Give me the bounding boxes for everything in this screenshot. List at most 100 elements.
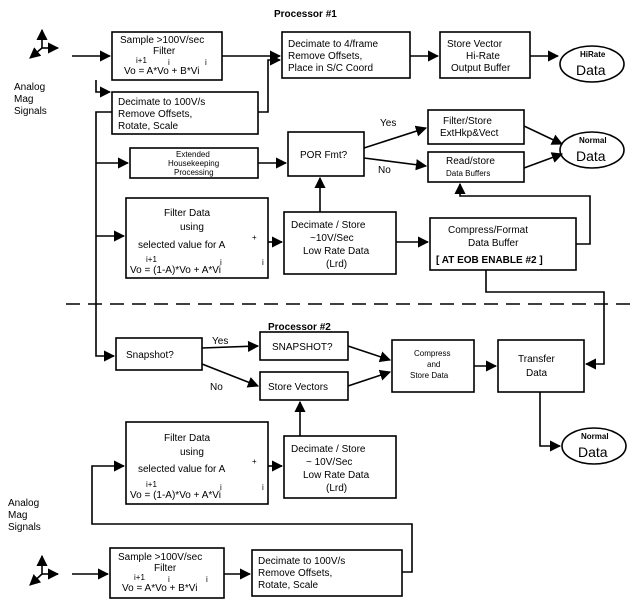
yes-label-2: Yes xyxy=(212,336,228,347)
svg-text:Housekeeping: Housekeeping xyxy=(168,159,219,168)
svg-text:SNAPSHOT?: SNAPSHOT? xyxy=(272,342,333,353)
svg-text:Data: Data xyxy=(526,368,548,379)
svg-text:Normal: Normal xyxy=(581,432,609,441)
svg-text:Hi-Rate: Hi-Rate xyxy=(466,51,500,62)
svg-text:using: using xyxy=(180,447,204,458)
snapshot-box: SNAPSHOT? xyxy=(259,331,349,361)
svg-text:i: i xyxy=(205,58,207,67)
svg-text:i: i xyxy=(168,58,170,67)
svg-text:and: and xyxy=(427,360,440,369)
normal-data-terminal-2: Normal Data xyxy=(561,427,627,465)
svg-text:Compress: Compress xyxy=(414,349,450,358)
svg-text:Vo = (1-A)*Vo + A*Vi: Vo = (1-A)*Vo + A*Vi xyxy=(130,490,221,501)
svg-text:~10V/Sec: ~10V/Sec xyxy=(310,233,354,244)
svg-text:i+1: i+1 xyxy=(146,255,157,264)
svg-text:Signals: Signals xyxy=(8,522,41,533)
svg-text:ExtHkp&Vect: ExtHkp&Vect xyxy=(440,128,499,139)
svg-text:Rotate, Scale: Rotate, Scale xyxy=(258,580,318,591)
svg-text:Sample >100V/sec: Sample >100V/sec xyxy=(118,552,202,563)
snapshot-decision-box: Snapshot? xyxy=(115,337,203,371)
svg-text:Low Rate Data: Low Rate Data xyxy=(303,470,370,481)
svg-text:Compress/Format: Compress/Format xyxy=(448,225,528,236)
filter-data-box-2: Filter Data using selected value for A +… xyxy=(125,421,269,505)
sample-filter-box-2: Sample >100V/sec Filter i+1 i i Vo = A*V… xyxy=(109,547,225,599)
svg-text:selected value for A: selected value for A xyxy=(138,240,226,251)
store-vectors-box: Store Vectors xyxy=(259,371,349,401)
connectors xyxy=(72,50,605,580)
svg-text:Decimate to 100V/s: Decimate to 100V/s xyxy=(258,556,345,567)
svg-text:POR Fmt?: POR Fmt? xyxy=(300,150,348,161)
svg-text:Signals: Signals xyxy=(14,106,47,117)
svg-text:Analog: Analog xyxy=(8,498,39,509)
svg-text:Decimate / Store: Decimate / Store xyxy=(291,220,366,231)
normal-data-terminal-1: Normal Data xyxy=(559,131,625,169)
svg-text:Data Buffers: Data Buffers xyxy=(446,169,490,178)
svg-text:Store Vectors: Store Vectors xyxy=(268,382,328,393)
svg-text:i: i xyxy=(262,483,264,492)
analog-signals-label-top: Analog Mag Signals xyxy=(14,82,47,117)
analog-signals-label-bottom: Analog Mag Signals xyxy=(8,498,41,533)
processor-1-label: Processor #1 xyxy=(274,9,337,20)
read-store-box: Read/store Data Buffers xyxy=(427,151,525,183)
filter-data-box-1: Filter Data using selected value for A +… xyxy=(125,197,269,279)
svg-text:Vo = (1-A)*Vo + A*Vi: Vo = (1-A)*Vo + A*Vi xyxy=(130,265,221,276)
svg-text:Decimate / Store: Decimate / Store xyxy=(291,444,366,455)
svg-text:i+1: i+1 xyxy=(146,480,157,489)
svg-text:Low Rate Data: Low Rate Data xyxy=(303,246,370,257)
svg-text:Normal: Normal xyxy=(579,136,607,145)
svg-text:i: i xyxy=(220,258,222,267)
svg-text:HiRate: HiRate xyxy=(580,50,606,59)
svg-text:Decimate to 100V/s: Decimate to 100V/s xyxy=(118,97,205,108)
sample-filter-box-1: Sample >100V/sec Filter i+1 i i Vo = A*V… xyxy=(111,31,223,81)
svg-text:[ AT EOB ENABLE #2 ]: [ AT EOB ENABLE #2 ] xyxy=(436,255,543,266)
svg-text:Data: Data xyxy=(578,444,608,460)
axes-icon-bottom xyxy=(29,554,60,586)
svg-text:Vo = A*Vo + B*Vi: Vo = A*Vo + B*Vi xyxy=(124,66,199,77)
svg-text:i: i xyxy=(220,483,222,492)
svg-text:Data Buffer: Data Buffer xyxy=(468,238,519,249)
svg-text:Processing: Processing xyxy=(174,168,214,177)
processor-2-label: Processor #2 xyxy=(268,322,331,333)
svg-text:(Lrd): (Lrd) xyxy=(326,259,347,270)
transfer-data-box: Transfer Data xyxy=(497,339,585,393)
yes-label-1: Yes xyxy=(380,118,396,129)
filter-store-box: Filter/Store ExtHkp&Vect xyxy=(427,109,525,145)
svg-text:Data: Data xyxy=(576,62,606,78)
svg-text:i+1: i+1 xyxy=(134,573,145,582)
svg-text:(Lrd): (Lrd) xyxy=(326,483,347,494)
svg-text:~ 10V/Sec: ~ 10V/Sec xyxy=(306,457,352,468)
svg-text:Filter: Filter xyxy=(154,563,177,574)
svg-text:Mag: Mag xyxy=(14,94,33,105)
svg-text:+: + xyxy=(252,233,257,242)
svg-text:i+1: i+1 xyxy=(136,56,147,65)
extended-housekeeping-box: Extended Housekeeping Processing xyxy=(129,147,259,179)
decimate-100-box-2: Decimate to 100V/s Remove Offsets, Rotat… xyxy=(251,549,403,597)
svg-text:Remove Offsets,: Remove Offsets, xyxy=(118,109,192,120)
axes-icon-top xyxy=(29,28,60,59)
decimate-10-box-2: Decimate / Store ~ 10V/Sec Low Rate Data… xyxy=(283,435,397,499)
svg-text:Decimate to 4/frame: Decimate to 4/frame xyxy=(288,39,378,50)
svg-text:i: i xyxy=(262,258,264,267)
no-label-2: No xyxy=(210,382,223,393)
svg-text:+: + xyxy=(252,457,257,466)
svg-text:Sample >100V/sec: Sample >100V/sec xyxy=(120,35,204,46)
svg-text:i: i xyxy=(168,575,170,584)
svg-text:Vo = A*Vo + B*Vi: Vo = A*Vo + B*Vi xyxy=(122,583,197,594)
svg-text:Analog: Analog xyxy=(14,82,45,93)
svg-text:Store Vector: Store Vector xyxy=(447,39,503,50)
svg-text:Remove Offsets,: Remove Offsets, xyxy=(258,568,332,579)
svg-text:Filter: Filter xyxy=(153,46,176,57)
hirate-data-terminal: HiRate Data xyxy=(559,45,625,83)
decimate-100-box-1: Decimate to 100V/s Remove Offsets, Rotat… xyxy=(111,91,259,135)
svg-text:i: i xyxy=(206,575,208,584)
por-fmt-decision-box: POR Fmt? xyxy=(287,131,365,177)
svg-text:Filter/Store: Filter/Store xyxy=(443,116,492,127)
decimate-10-box-1: Decimate / Store ~10V/Sec Low Rate Data … xyxy=(283,211,397,275)
decimate-4-frame-box: Decimate to 4/frame Remove Offsets, Plac… xyxy=(281,31,411,79)
svg-text:Filter Data: Filter Data xyxy=(164,433,211,444)
svg-text:Extended: Extended xyxy=(176,150,210,159)
compress-store-box: Compress and Store Data xyxy=(391,339,475,393)
svg-text:Output Buffer: Output Buffer xyxy=(451,63,511,74)
svg-text:Rotate, Scale: Rotate, Scale xyxy=(118,121,178,132)
